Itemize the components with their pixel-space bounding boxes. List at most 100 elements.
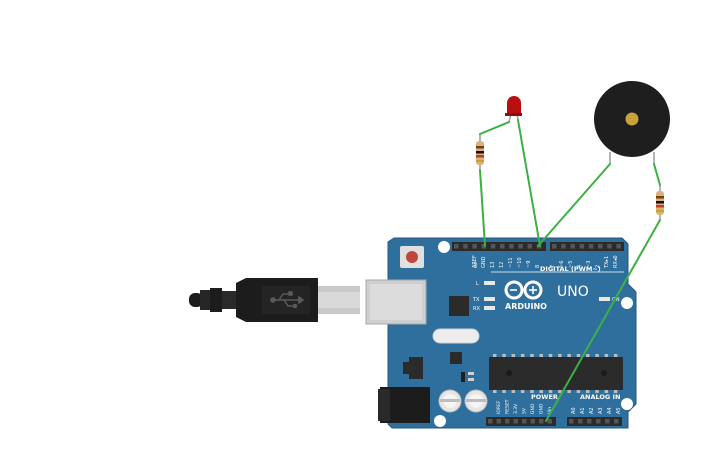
mounting-hole bbox=[438, 241, 450, 253]
chip-dot bbox=[601, 370, 607, 376]
header-hole[interactable] bbox=[527, 244, 533, 249]
power-pin-label: 3.3V bbox=[513, 403, 519, 414]
analog-pin-label: A3 bbox=[598, 407, 604, 414]
dc-power-jack-front bbox=[378, 389, 390, 421]
header-hole[interactable] bbox=[614, 419, 619, 424]
chip-pin bbox=[604, 354, 609, 357]
power-pin-label: GND bbox=[539, 403, 545, 414]
arduino-infinity-icon bbox=[504, 280, 543, 300]
usb-controller-chip bbox=[449, 296, 469, 316]
resistor-buzzer[interactable] bbox=[656, 185, 664, 220]
header-hole[interactable] bbox=[500, 244, 505, 249]
header-hole[interactable] bbox=[490, 244, 496, 249]
header-hole[interactable] bbox=[472, 244, 477, 249]
wire-resistor-to-gnd-power[interactable] bbox=[545, 219, 661, 422]
led-tx-indicator bbox=[484, 297, 495, 301]
header-hole[interactable] bbox=[454, 244, 459, 249]
usb-cable[interactable] bbox=[189, 278, 360, 322]
capacitor-mark bbox=[466, 399, 486, 402]
header-hole[interactable] bbox=[596, 419, 601, 424]
digital-pin-label: GND bbox=[481, 256, 487, 268]
led-rx-label: RX bbox=[473, 306, 480, 312]
header-hole[interactable] bbox=[481, 244, 487, 249]
wire-led-to-resistor[interactable] bbox=[479, 121, 510, 135]
header-hole[interactable] bbox=[522, 419, 527, 424]
header-hole[interactable] bbox=[547, 419, 553, 424]
power-pin-label: 5V bbox=[522, 407, 528, 414]
digital-pin-label: ~5 bbox=[568, 261, 574, 268]
chip-pin bbox=[511, 390, 516, 393]
header-hole[interactable] bbox=[588, 244, 594, 249]
reset-button-cap[interactable] bbox=[406, 251, 418, 263]
led-body bbox=[507, 96, 521, 115]
header-hole[interactable] bbox=[598, 244, 603, 249]
chip-pin bbox=[558, 354, 562, 357]
resistor-led[interactable] bbox=[476, 134, 484, 170]
header-hole[interactable] bbox=[607, 244, 612, 249]
chip-pin bbox=[586, 354, 590, 357]
digital-pin-label: ~6 bbox=[559, 261, 565, 268]
mounting-hole bbox=[621, 398, 633, 410]
piezo-buzzer[interactable] bbox=[594, 81, 670, 164]
chip-pin bbox=[595, 354, 599, 357]
digital-pin-label: 12 bbox=[499, 262, 505, 268]
header-hole[interactable] bbox=[605, 419, 610, 424]
analog-header bbox=[567, 417, 622, 426]
chip-pin bbox=[502, 390, 506, 393]
header-hole[interactable] bbox=[552, 244, 557, 249]
chip-pin bbox=[520, 354, 525, 357]
header-hole[interactable] bbox=[616, 244, 621, 249]
power-header bbox=[486, 417, 556, 426]
usb-strain-relief-1 bbox=[200, 290, 210, 310]
chip-pin bbox=[576, 390, 581, 393]
header-hole[interactable] bbox=[570, 244, 575, 249]
mounting-hole bbox=[434, 415, 446, 427]
header-hole[interactable] bbox=[463, 244, 468, 249]
resistor-band bbox=[476, 155, 484, 158]
chip-pin bbox=[520, 390, 525, 393]
header-hole[interactable] bbox=[587, 419, 592, 424]
digital-header-right bbox=[550, 242, 624, 251]
digital-pin-label: AREF bbox=[472, 255, 478, 268]
chip-pin bbox=[530, 354, 534, 357]
usb-connector-shine bbox=[318, 292, 360, 308]
header-hole[interactable] bbox=[539, 419, 544, 424]
analog-pin-label: A2 bbox=[589, 407, 595, 414]
header-hole[interactable] bbox=[505, 419, 510, 424]
header-hole[interactable] bbox=[561, 244, 566, 249]
header-hole[interactable] bbox=[509, 244, 514, 249]
digital-pin-label: ~11 bbox=[508, 257, 514, 268]
wire-led-to-pin-8[interactable] bbox=[517, 119, 541, 247]
chip-pin bbox=[493, 354, 497, 357]
wire-buzzer-to-resistor[interactable] bbox=[653, 163, 661, 186]
resistor-band bbox=[656, 205, 664, 208]
digital-pin-label: ~3 bbox=[586, 261, 592, 268]
wires bbox=[479, 119, 661, 422]
header-hole[interactable] bbox=[513, 419, 519, 424]
header-hole[interactable] bbox=[578, 419, 583, 424]
header-hole[interactable] bbox=[530, 419, 536, 424]
header-hole[interactable] bbox=[518, 244, 523, 249]
header-hole[interactable] bbox=[569, 419, 574, 424]
digital-pin-label: 2 bbox=[595, 265, 601, 268]
wire-buzzer-to-pin-8[interactable] bbox=[537, 163, 611, 247]
board-usb-port-face bbox=[370, 284, 422, 320]
header-hole[interactable] bbox=[488, 419, 493, 424]
chip-pin bbox=[539, 390, 543, 393]
led[interactable] bbox=[505, 96, 522, 123]
smd-part bbox=[468, 378, 474, 381]
header-hole[interactable] bbox=[579, 244, 585, 249]
header-hole[interactable] bbox=[496, 419, 502, 424]
resistor-band bbox=[656, 210, 664, 212]
wire-resistor-to-gnd[interactable] bbox=[479, 169, 486, 247]
smd-part bbox=[468, 372, 474, 375]
chip-pin bbox=[613, 390, 618, 393]
led-rx-indicator bbox=[484, 306, 495, 310]
digital-label: DIGITAL (PWM~) bbox=[540, 265, 601, 273]
resistor-band bbox=[656, 196, 664, 199]
